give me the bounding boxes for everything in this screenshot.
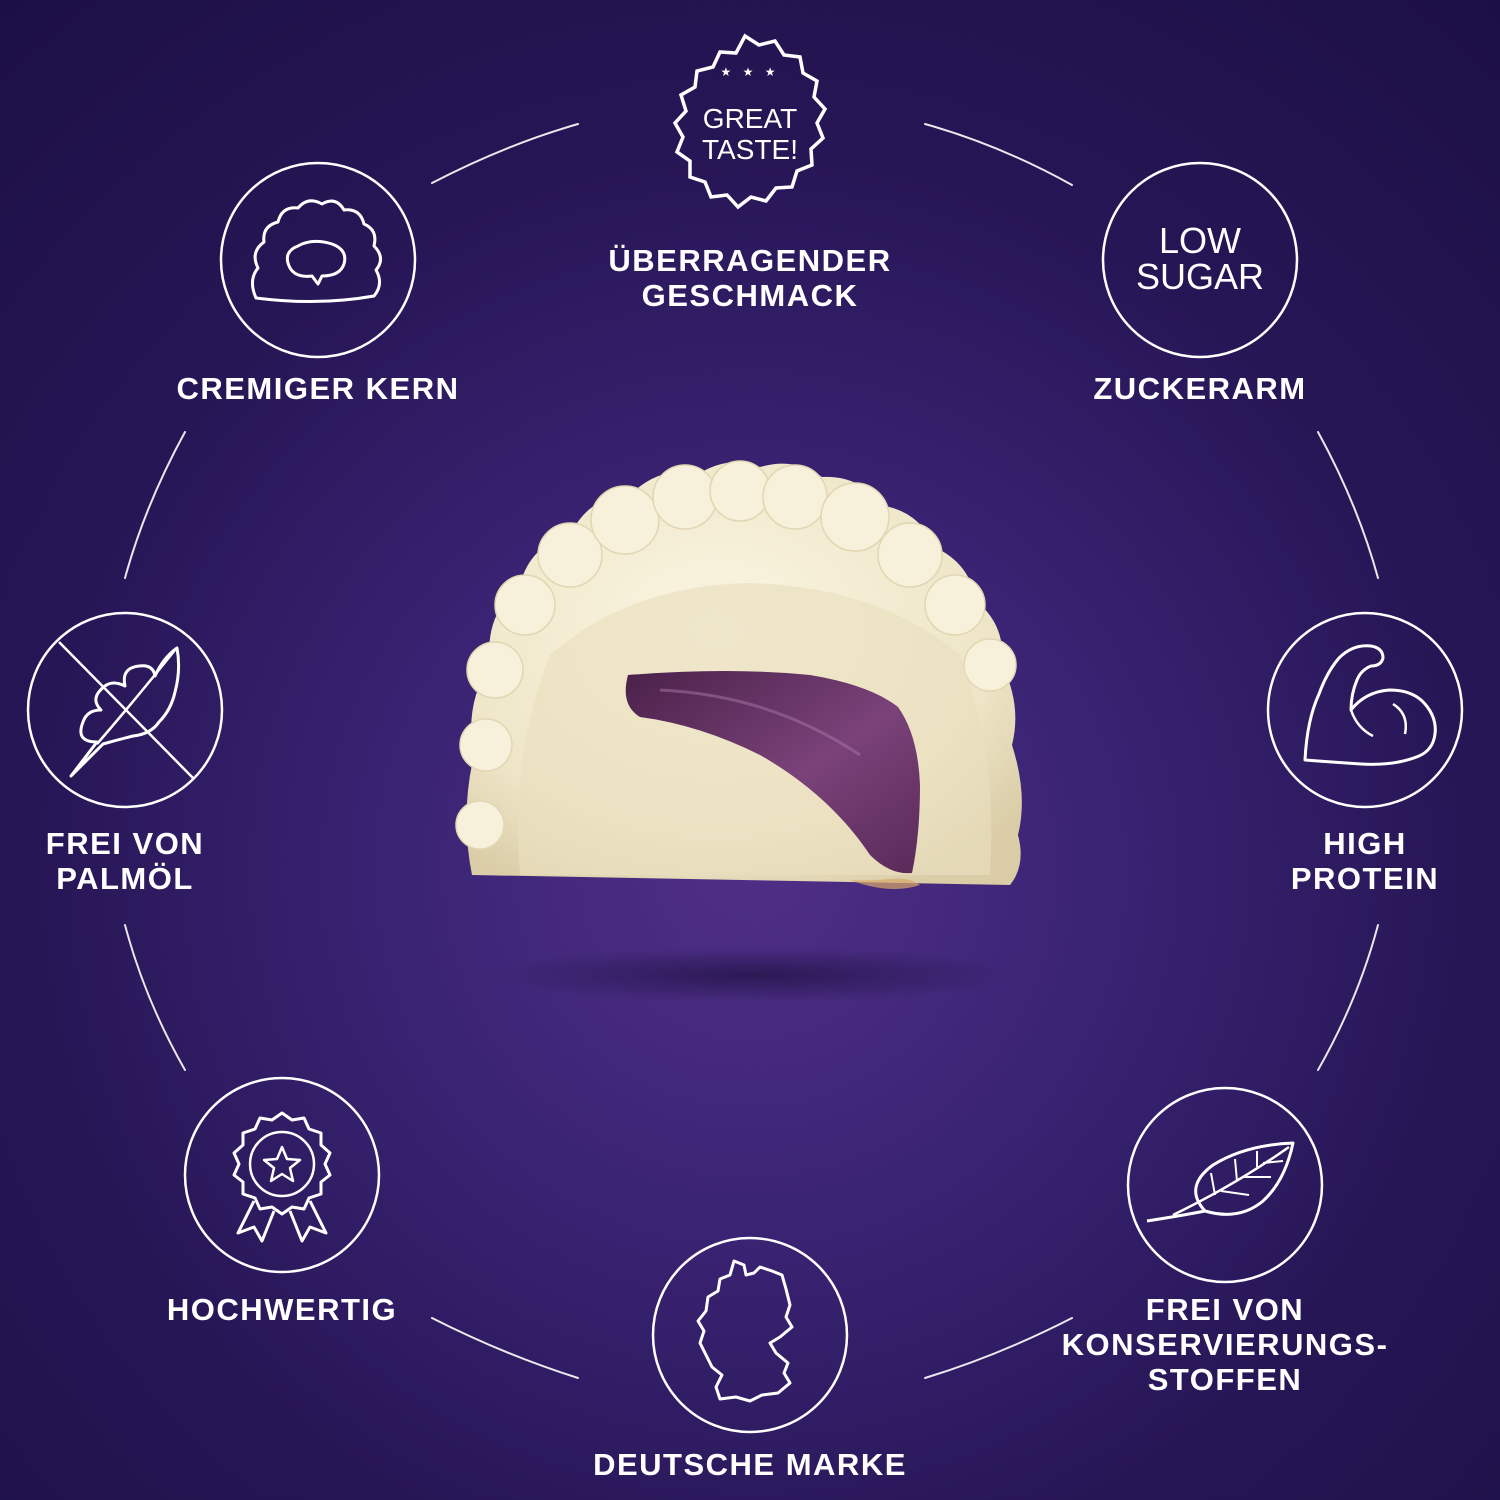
arc-left-upper [124,431,186,579]
award-rosette-star-icon [183,1076,381,1274]
feature-label-german: DEUTSCHE MARKE [593,1447,907,1482]
badge-text-taste: TASTE! [702,134,798,165]
feature-label-protein: HIGH PROTEIN [1290,826,1440,896]
feature-label-sugar: ZUCKERARM [1093,371,1307,406]
arc-right-lower [1317,924,1379,1071]
arc-right-upper [1317,431,1379,579]
low-text: LOW [1159,220,1241,261]
low-sugar-text-icon: LOW SUGAR [1101,161,1299,359]
badge-stars: ★ ★ ★ [721,65,780,79]
crossed-palm-leaf-icon [26,611,224,809]
feature-label-quality: HOCHWERTIG [166,1292,398,1327]
feature-label-taste: ÜBERRAGENDER GESCHMACK [608,243,892,313]
feature-label-core: CREMIGER KERN [176,371,460,406]
great-taste-seal-icon: ★ ★ ★ GREAT TASTE! [672,33,828,210]
feature-label-preservatives: FREI VON KONSERVIERUNGS- STOFFEN [1061,1292,1389,1397]
flexed-arm-icon [1266,611,1464,809]
feature-label-palm: FREI VON PALMÖL [45,826,205,896]
sugar-text: SUGAR [1136,256,1264,297]
arc-bottom-right [924,1317,1073,1379]
arc-left-lower [124,924,186,1071]
badge-text-great: GREAT [703,103,797,134]
arc-bottom-left [431,1317,579,1379]
white-praline-cross-section [455,460,1022,1003]
arc-top-left [431,123,579,184]
arc-top-right [924,123,1073,186]
leaf-icon [1126,1086,1324,1284]
filled-praline-icon [219,161,417,359]
germany-map-icon [651,1236,849,1434]
